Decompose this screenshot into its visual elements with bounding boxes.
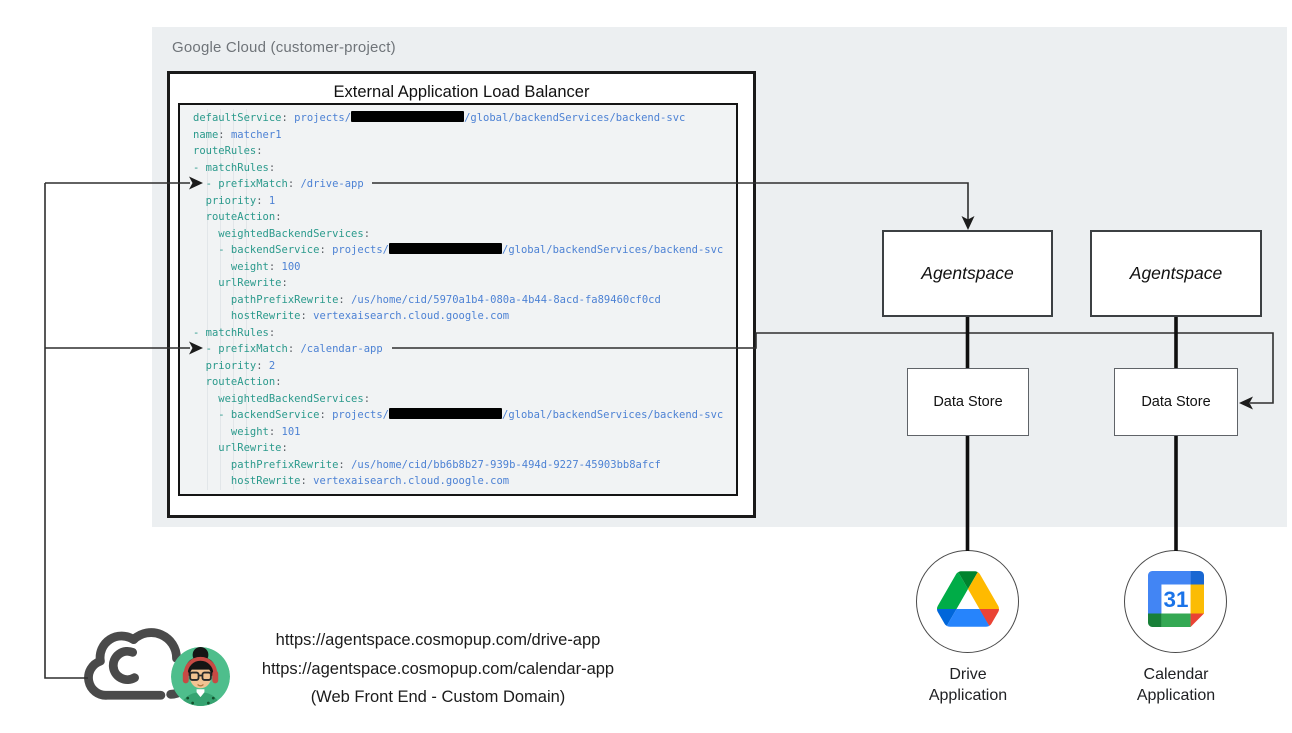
yaml-line: hostRewrite: vertexaisearch.cloud.google…: [193, 475, 510, 487]
yaml-line: weightedBackendServices:: [193, 392, 371, 405]
yaml-line: defaultService: projects//global/backend…: [193, 111, 686, 124]
data-store-box-drive: Data Store: [907, 368, 1029, 436]
yaml-line: - prefixMatch: /calendar-app: [193, 343, 383, 355]
google-calendar-icon: 31: [1147, 571, 1204, 632]
load-balancer-box: External Application Load Balancer defau…: [167, 71, 756, 518]
user-avatar-icon: [171, 647, 230, 706]
yaml-line: - backendService: projects//global/backe…: [193, 408, 724, 421]
yaml-line: - prefixMatch: /drive-app: [193, 178, 364, 190]
data-store-label: Data Store: [1141, 394, 1211, 410]
yaml-line: hostRewrite: vertexaisearch.cloud.google…: [193, 310, 510, 322]
yaml-line: pathPrefixRewrite: /us/home/cid/bb6b8b27…: [193, 458, 661, 471]
calendar-day-number: 31: [1163, 587, 1188, 612]
agentspace-label: Agentspace: [1129, 263, 1223, 283]
agentspace-label: Agentspace: [921, 263, 1014, 283]
redacted-project-id: [389, 243, 502, 254]
drive-application-label: Drive Application: [928, 666, 1008, 704]
redacted-project-id: [351, 111, 465, 122]
drive-app-url: https://agentspace.cosmopup.com/drive-ap…: [275, 631, 601, 649]
indent-guide: [233, 109, 234, 490]
yaml-line: weight: 100: [193, 260, 301, 273]
url-map-config-panel: defaultService: projects//global/backend…: [178, 103, 738, 496]
yaml-line: pathPrefixRewrite: /us/home/cid/5970a1b4…: [193, 293, 661, 306]
yaml-line: - matchRules:: [193, 161, 276, 174]
yaml-line: - matchRules:: [193, 326, 276, 339]
yaml-line: routeAction:: [193, 211, 282, 223]
yaml-line: priority: 2: [193, 359, 276, 372]
calendar-application-node: 31: [1124, 550, 1227, 653]
drive-application-node: [916, 550, 1019, 653]
indent-guide: [246, 109, 247, 490]
google-cloud-region-label: Google Cloud (customer-project): [172, 39, 396, 56]
web-front-end-urls: https://agentspace.cosmopup.com/drive-ap…: [243, 626, 633, 712]
yaml-line: urlRewrite:: [193, 442, 288, 454]
yaml-line: routeAction:: [193, 376, 282, 388]
indent-guide: [207, 109, 208, 490]
agentspace-box-calendar: Agentspace: [1090, 230, 1262, 317]
indent-guide: [220, 109, 221, 490]
calendar-app-url: https://agentspace.cosmopup.com/calendar…: [261, 659, 615, 678]
yaml-line: - backendService: projects//global/backe…: [193, 243, 724, 256]
yaml-line: name: matcher1: [193, 128, 282, 141]
calendar-application-label: Calendar Application: [1136, 666, 1216, 704]
yaml-line: weightedBackendServices:: [193, 227, 371, 240]
yaml-route-rules-code: defaultService: projects//global/backend…: [180, 105, 736, 490]
load-balancer-title: External Application Load Balancer: [333, 83, 590, 101]
redacted-project-id: [389, 408, 502, 419]
yaml-line: urlRewrite:: [193, 277, 288, 289]
yaml-line: priority: 1: [193, 194, 276, 207]
yaml-line: weight: 101: [193, 425, 301, 438]
data-store-label: Data Store: [933, 394, 1003, 410]
web-front-end-caption: (Web Front End - Custom Domain): [310, 688, 566, 706]
data-store-box-calendar: Data Store: [1114, 368, 1238, 436]
yaml-line: routeRules:: [193, 145, 263, 157]
google-drive-icon: [936, 571, 999, 632]
agentspace-box-drive: Agentspace: [882, 230, 1053, 317]
